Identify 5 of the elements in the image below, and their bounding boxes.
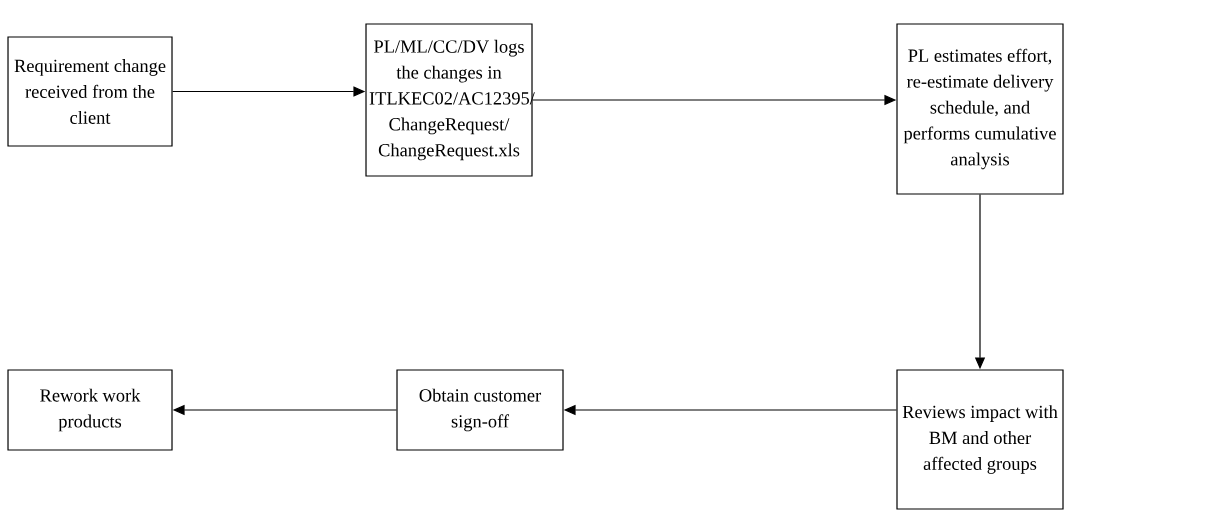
process-box: PL estimates effort, re-estimate delivery schedule, and performs cumulative analysis — [896, 23, 1064, 195]
process-box: Reviews impact with BM and other affected groups — [896, 369, 1064, 510]
process-box: Requirement change received from the client — [7, 36, 173, 147]
process-box: Obtain customer sign-off — [396, 369, 564, 451]
process-box: Rework work products — [7, 369, 173, 451]
